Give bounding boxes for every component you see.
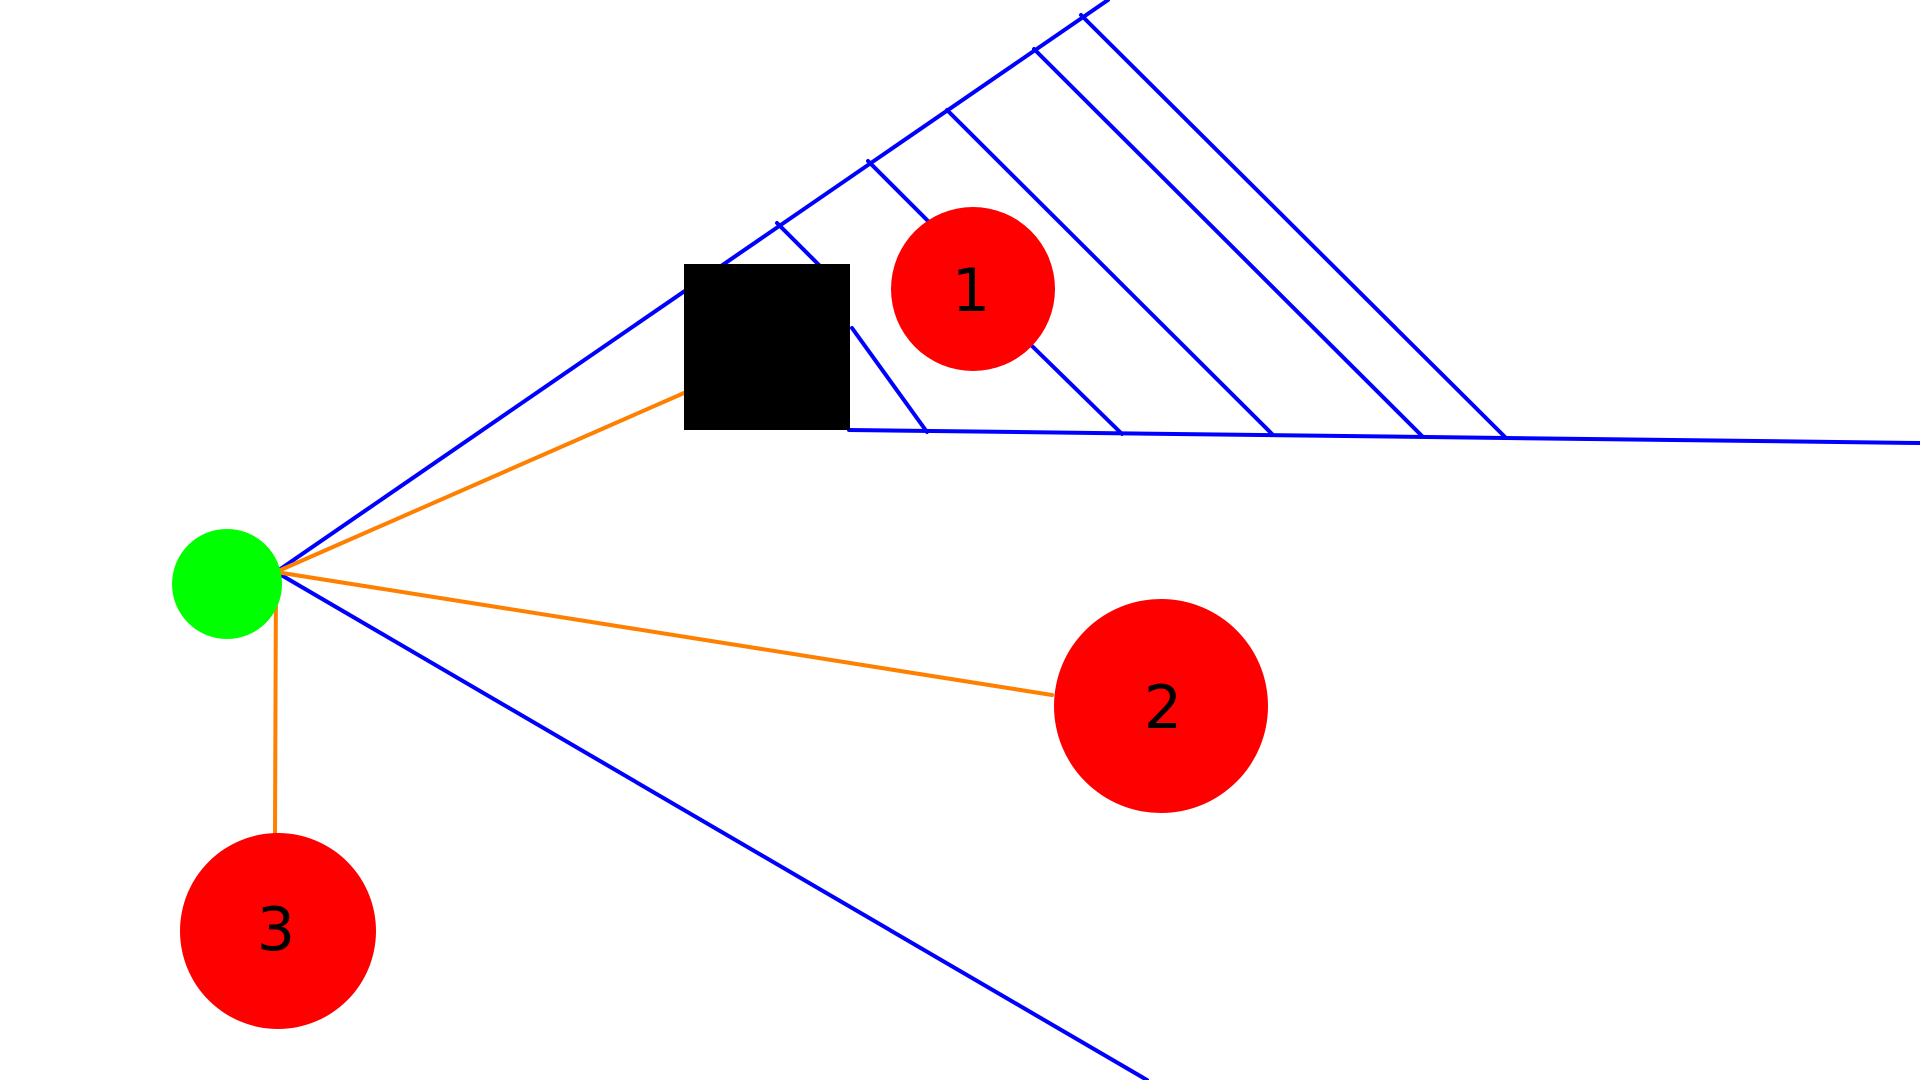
sight-lines [273, 391, 1054, 836]
hatch-line-4 [1028, 342, 1124, 436]
shadow-bottom-edge [847, 428, 1920, 445]
hatch-line-7 [1079, 13, 1507, 439]
sight-line-obstacle [274, 391, 686, 574]
target-3: 3 [180, 833, 376, 1029]
target-2: 2 [1054, 599, 1268, 813]
observer-circle [172, 529, 282, 639]
hatch-line-1 [775, 221, 824, 270]
target-circle-3 [180, 833, 376, 1029]
hatch-line-2 [850, 326, 929, 434]
target-label-2: 2 [1144, 673, 1182, 743]
target-label-1: 1 [952, 256, 990, 326]
shadow-hatch-region [775, 13, 1507, 439]
sight-line-target-2 [274, 570, 1054, 697]
hatch-line-5 [945, 108, 1274, 436]
target-label-3: 3 [257, 895, 295, 965]
target-circle-1 [891, 207, 1055, 371]
visibility-boundary [274, 0, 1920, 1080]
target-1: 1 [891, 207, 1055, 371]
hatch-line-6 [1032, 47, 1424, 438]
target-circle-2 [1054, 599, 1268, 813]
hatch-line-3 [866, 159, 930, 223]
boundary-lower-ray [274, 570, 1149, 1080]
sight-line-target-3 [273, 570, 278, 836]
obstacle-square [684, 264, 850, 430]
